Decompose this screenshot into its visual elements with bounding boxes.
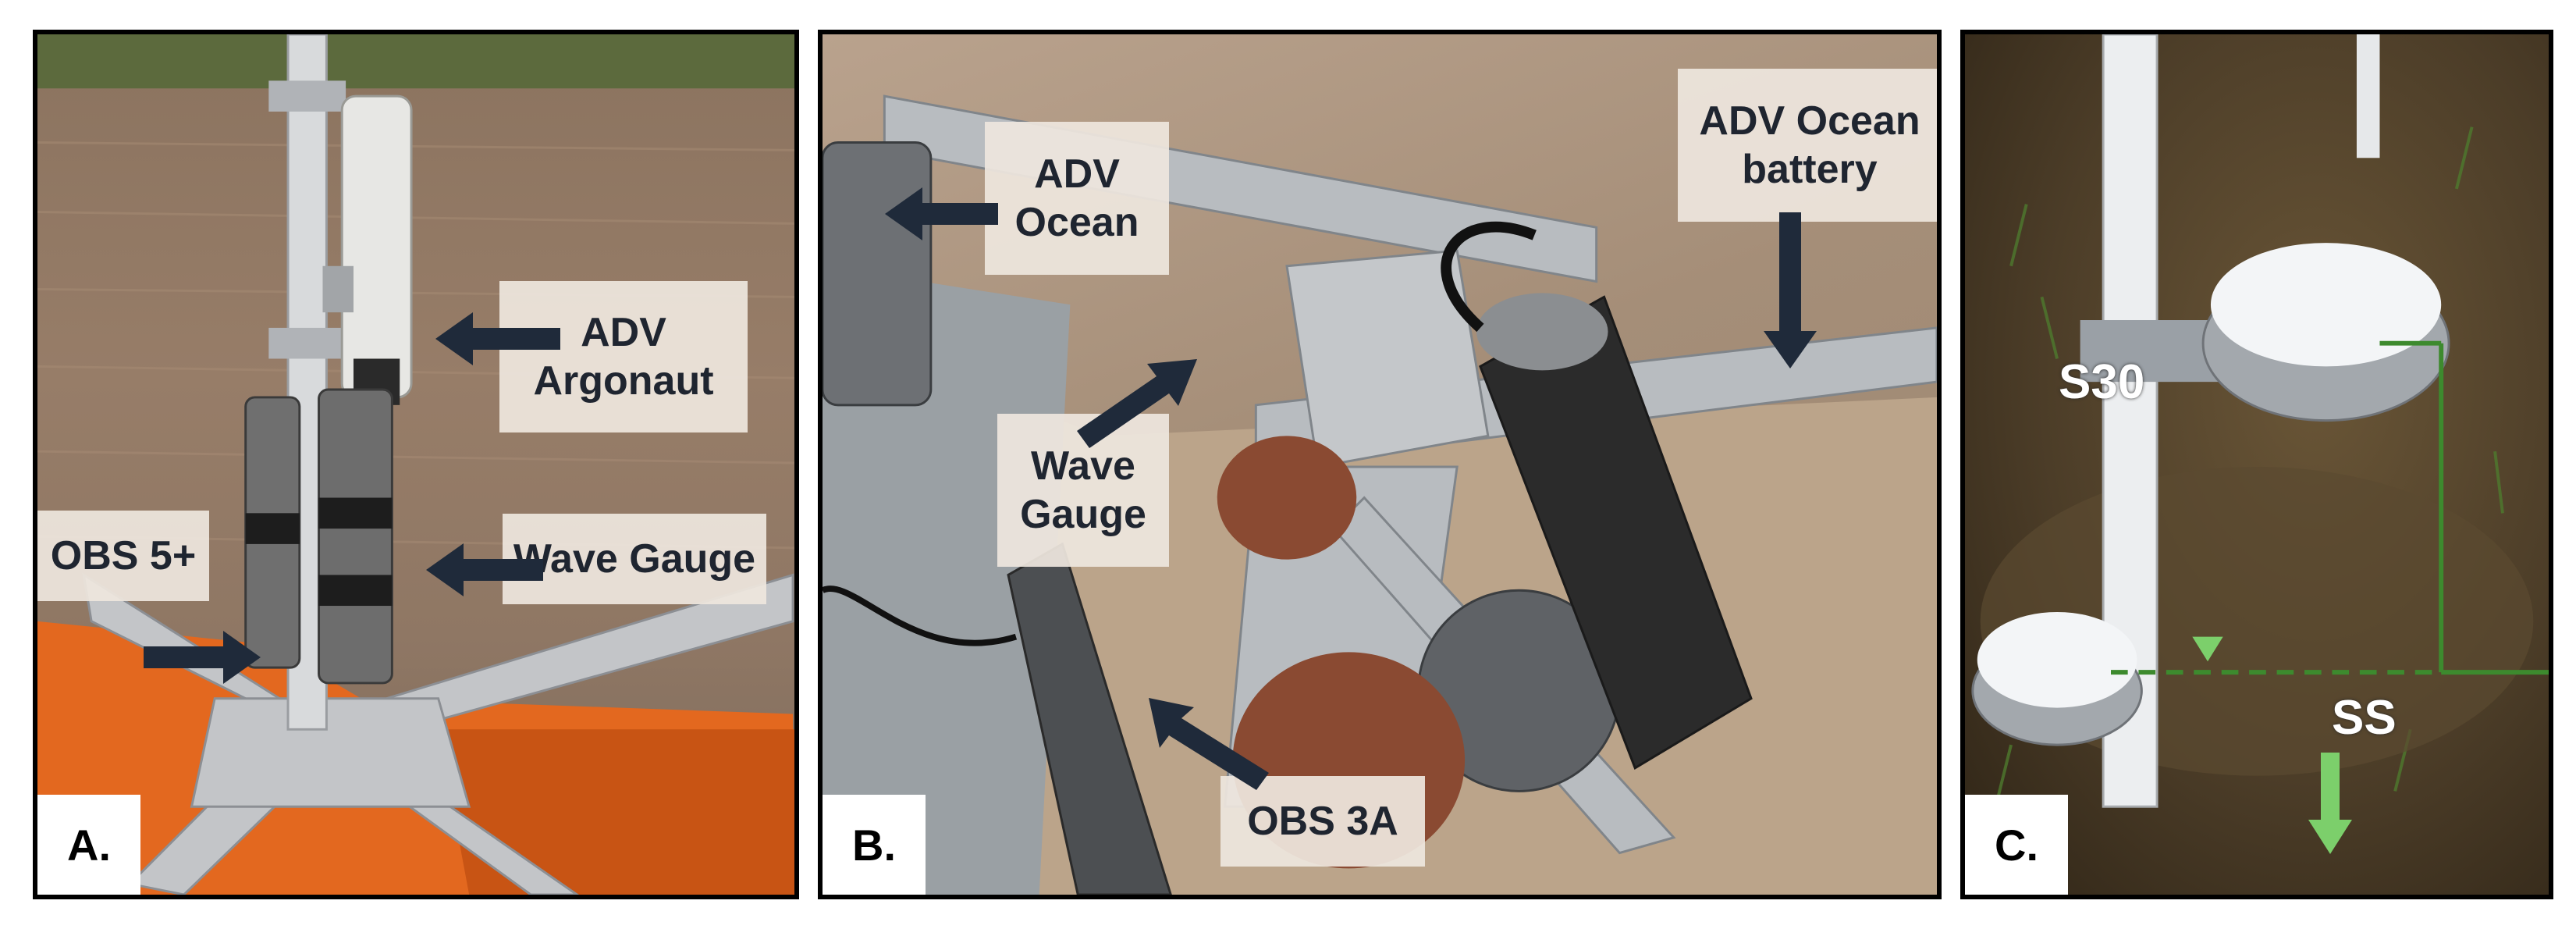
wave-gauge-arrow-icon [426,543,543,596]
panel-b-letter: B. [823,795,926,895]
wave-gauge-b-arrow-icon [1077,359,1197,448]
adv-ocean-battery-label: ADV Ocean battery [1678,69,1937,222]
panel-c-scene [1971,34,2549,808]
obs-3a-label: OBS 3A [1220,776,1425,867]
obs-3a-arrow-icon [1149,698,1269,790]
obs-5-plus-label: OBS 5+ [37,511,209,601]
panel-a-photo: ADV Argonaut Wave Gauge OBS 5+ A. [33,30,799,899]
adv-argonaut-arrow-icon [435,312,560,365]
downward-flow-arrow-icon [2308,753,2352,854]
adv-ocean-label: ADV Ocean [985,122,1169,275]
adv-argonaut-label: ADV Argonaut [499,281,748,432]
adv-ocean-arrow-icon [885,187,998,240]
panel-c-photo: S30 SS C. [1960,30,2553,899]
panel-a-scene [37,34,794,895]
panel-a-letter: A. [37,795,140,895]
adv-ocean-battery-arrow-icon [1764,212,1817,368]
panel-c-letter: C. [1965,795,2068,895]
ss-label: SS [2332,691,2397,745]
panel-b-photo: ADV Ocean ADV Ocean battery Wave Gauge O… [818,30,1942,899]
obs-5-plus-arrow-icon [144,631,261,684]
wave-gauge-b-label: Wave Gauge [997,414,1169,567]
s30-label: S30 [2059,355,2145,409]
wave-gauge-label: Wave Gauge [503,514,766,604]
